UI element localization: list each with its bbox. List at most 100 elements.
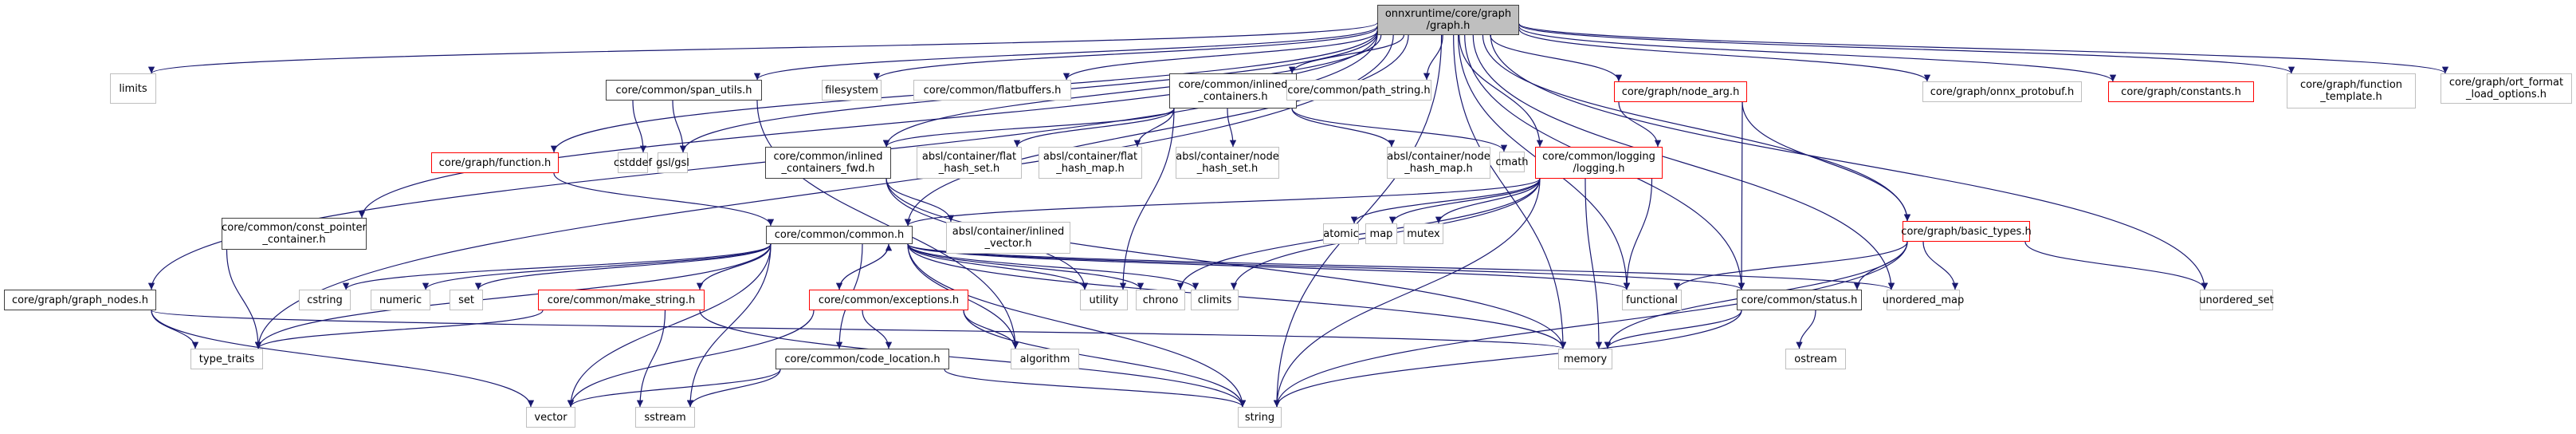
node-node-hash-map[interactable]: absl/container/node _hash_map.h [1387,147,1490,179]
edge-basic-types-to-unordered-set [2024,241,2209,290]
edge-root-to-memory [1453,34,1567,349]
edge-common-to-cstring [342,243,772,290]
node-set[interactable]: set [450,290,483,310]
node-filesystem[interactable]: filesystem [822,80,882,101]
node-graph-nodes[interactable]: core/graph/graph_nodes.h [4,290,156,310]
edge-code-location-to-sstream [686,369,781,408]
edge-basic-types-to-unordered-map [1922,241,1959,290]
edge-exceptions-to-common [838,243,893,290]
node-label: core/common/logging /logging.h [1542,151,1655,175]
node-label: functional [1626,294,1678,306]
node-common[interactable]: core/common/common.h [766,226,913,244]
edge-const-pointer-to-type-traits [226,249,262,349]
node-limits[interactable]: limits [110,73,156,104]
edge-root-to-ort-format [1518,23,2448,74]
node-label: absl/container/node _hash_map.h [1387,151,1490,175]
node-label: core/common/flatbuffers.h [923,84,1062,97]
node-utility[interactable]: utility [1080,290,1128,310]
node-inlined-fwd[interactable]: core/common/inlined _containers_fwd.h [765,147,891,179]
node-sstream[interactable]: sstream [635,407,695,428]
node-map[interactable]: map [1365,223,1397,244]
edge-inlined-containers-to-node-hash-set [1227,108,1237,148]
node-climits[interactable]: climits [1191,290,1239,310]
node-label: vector [534,411,567,424]
node-cstddef[interactable]: cstddef [614,152,652,173]
node-numeric[interactable]: numeric [371,290,430,310]
edge-make-string-to-type-traits [254,310,544,349]
node-label: core/graph/graph_nodes.h [11,294,149,306]
node-chrono[interactable]: chrono [1136,290,1185,310]
node-cstring[interactable]: cstring [299,290,351,310]
node-flatbuffers[interactable]: core/common/flatbuffers.h [913,80,1071,101]
node-gsl[interactable]: gsl/gsl [656,152,689,173]
node-status[interactable]: core/common/status.h [1737,290,1862,310]
edge-function-h-to-common [553,172,775,227]
edge-status-to-string [1273,310,1742,408]
edge-graph-nodes-to-memory [151,310,1566,349]
node-algorithm[interactable]: algorithm [1011,349,1079,369]
node-flat-hash-set[interactable]: absl/container/flat _hash_set.h [917,147,1022,179]
node-label: utility [1089,294,1119,306]
node-exceptions[interactable]: core/common/exceptions.h [809,290,968,310]
edge-logging-to-mutex [1435,178,1541,224]
node-label: string [1244,411,1275,424]
node-onnx-protobuf[interactable]: core/graph/onnx_protobuf.h [1922,81,2082,102]
edge-exceptions-to-code-location [862,310,893,349]
node-label: unordered_map [1882,294,1965,306]
node-logging[interactable]: core/common/logging /logging.h [1535,147,1663,179]
node-label: limits [119,82,147,95]
edge-inlined-containers-to-flat-hash-map [1133,108,1175,148]
node-span-utils[interactable]: core/common/span_utils.h [606,80,762,101]
node-memory[interactable]: memory [1558,349,1612,369]
node-root[interactable]: onnxruntime/core/graph /graph.h [1377,5,1519,35]
edge-root-to-span-utils [753,26,1378,81]
node-label: filesystem [825,84,878,97]
node-constants[interactable]: core/graph/constants.h [2108,81,2254,102]
node-type-traits[interactable]: type_traits [190,349,263,369]
node-inlined-containers[interactable]: core/common/inlined _containers.h [1169,73,1297,108]
node-flat-hash-map[interactable]: absl/container/flat _hash_map.h [1039,147,1142,179]
node-inlined-vector[interactable]: absl/container/inlined _vector.h [946,222,1070,254]
node-ostream[interactable]: ostream [1785,349,1846,369]
node-label: absl/container/flat _hash_set.h [921,151,1017,175]
edge-root-to-onnx-protobuf [1518,29,1931,82]
node-label: sstream [644,411,686,424]
edge-basic-types-to-status [1853,241,1908,290]
node-functional[interactable]: functional [1622,290,1682,310]
node-label: core/common/inlined _containers.h [1178,79,1288,103]
node-atomic[interactable]: atomic [1323,223,1359,244]
node-label: core/graph/function _template.h [2299,79,2403,103]
node-mutex[interactable]: mutex [1404,223,1443,244]
node-label: core/graph/basic_types.h [1901,225,2032,238]
node-string[interactable]: string [1238,407,1282,428]
node-label: algorithm [1019,353,1070,365]
node-label: core/common/make_string.h [547,294,696,306]
node-function-h[interactable]: core/graph/function.h [431,152,559,173]
node-label: onnxruntime/core/graph /graph.h [1384,8,1512,32]
node-code-location[interactable]: core/common/code_location.h [776,349,949,369]
node-label: core/common/status.h [1741,294,1858,306]
node-unordered-set[interactable]: unordered_set [2199,290,2274,310]
node-ort-format[interactable]: core/graph/ort_format _load_options.h [2441,73,2572,104]
edge-root-to-function-template [1518,24,2295,74]
node-node-arg[interactable]: core/graph/node_arg.h [1614,81,1747,102]
node-path-string[interactable]: core/common/path_string.h [1286,80,1431,101]
node-node-hash-set[interactable]: absl/container/node _hash_set.h [1176,147,1279,179]
edge-root-to-inlined-containers [1288,34,1405,74]
node-unordered-map[interactable]: unordered_map [1883,290,1964,310]
edge-basic-types-to-functional [1673,241,1908,290]
node-label: absl/container/node _hash_set.h [1176,151,1279,175]
node-label: chrono [1142,294,1179,306]
edge-inlined-fwd-to-memory [886,178,1567,349]
node-vector[interactable]: vector [526,407,575,428]
edge-root-to-flatbuffers [1062,30,1378,81]
node-label: atomic [1323,227,1359,240]
edge-common-to-sstream [686,243,772,408]
node-basic-types[interactable]: core/graph/basic_types.h [1901,221,2032,242]
node-make-string[interactable]: core/common/make_string.h [538,290,705,310]
node-cmath[interactable]: cmath [1495,152,1529,172]
node-function-template[interactable]: core/graph/function _template.h [2287,73,2416,108]
node-label: unordered_set [2199,294,2274,306]
node-const-pointer[interactable]: core/common/const_pointer _container.h [222,218,367,250]
